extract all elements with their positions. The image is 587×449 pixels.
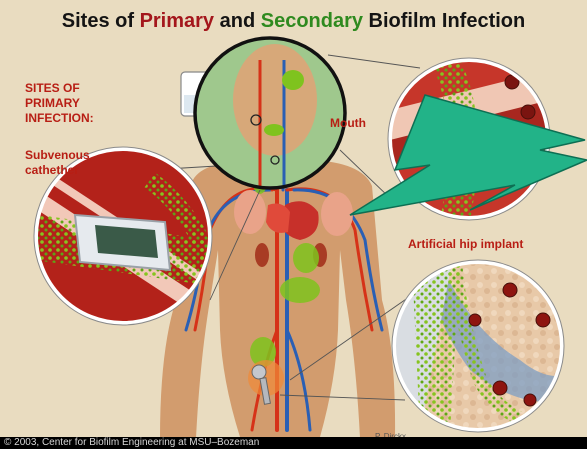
label-sites-of-primary-infection: SITES OF PRIMARY INFECTION: [25, 81, 135, 126]
title-primary-word: Primary [140, 10, 215, 32]
label-artificial-hip-implant: Artificial hip implant [408, 237, 523, 251]
title-part-1: Sites of [62, 10, 140, 32]
slide-title: Sites of Primary and Secondary Biofilm I… [0, 10, 587, 33]
title-secondary-word: Secondary [261, 10, 363, 32]
label-mouth: Mouth [330, 116, 366, 130]
title-part-2: and [214, 10, 261, 32]
title-part-3: Biofilm Infection [363, 10, 525, 32]
label-subvenous-catheter: Subvenous cathether [25, 148, 120, 178]
hip-implant-magnified-view [392, 260, 564, 432]
copyright-text: © 2003, Center for Biofilm Engineering a… [0, 437, 259, 448]
copyright-footer: © 2003, Center for Biofilm Engineering a… [0, 437, 587, 449]
